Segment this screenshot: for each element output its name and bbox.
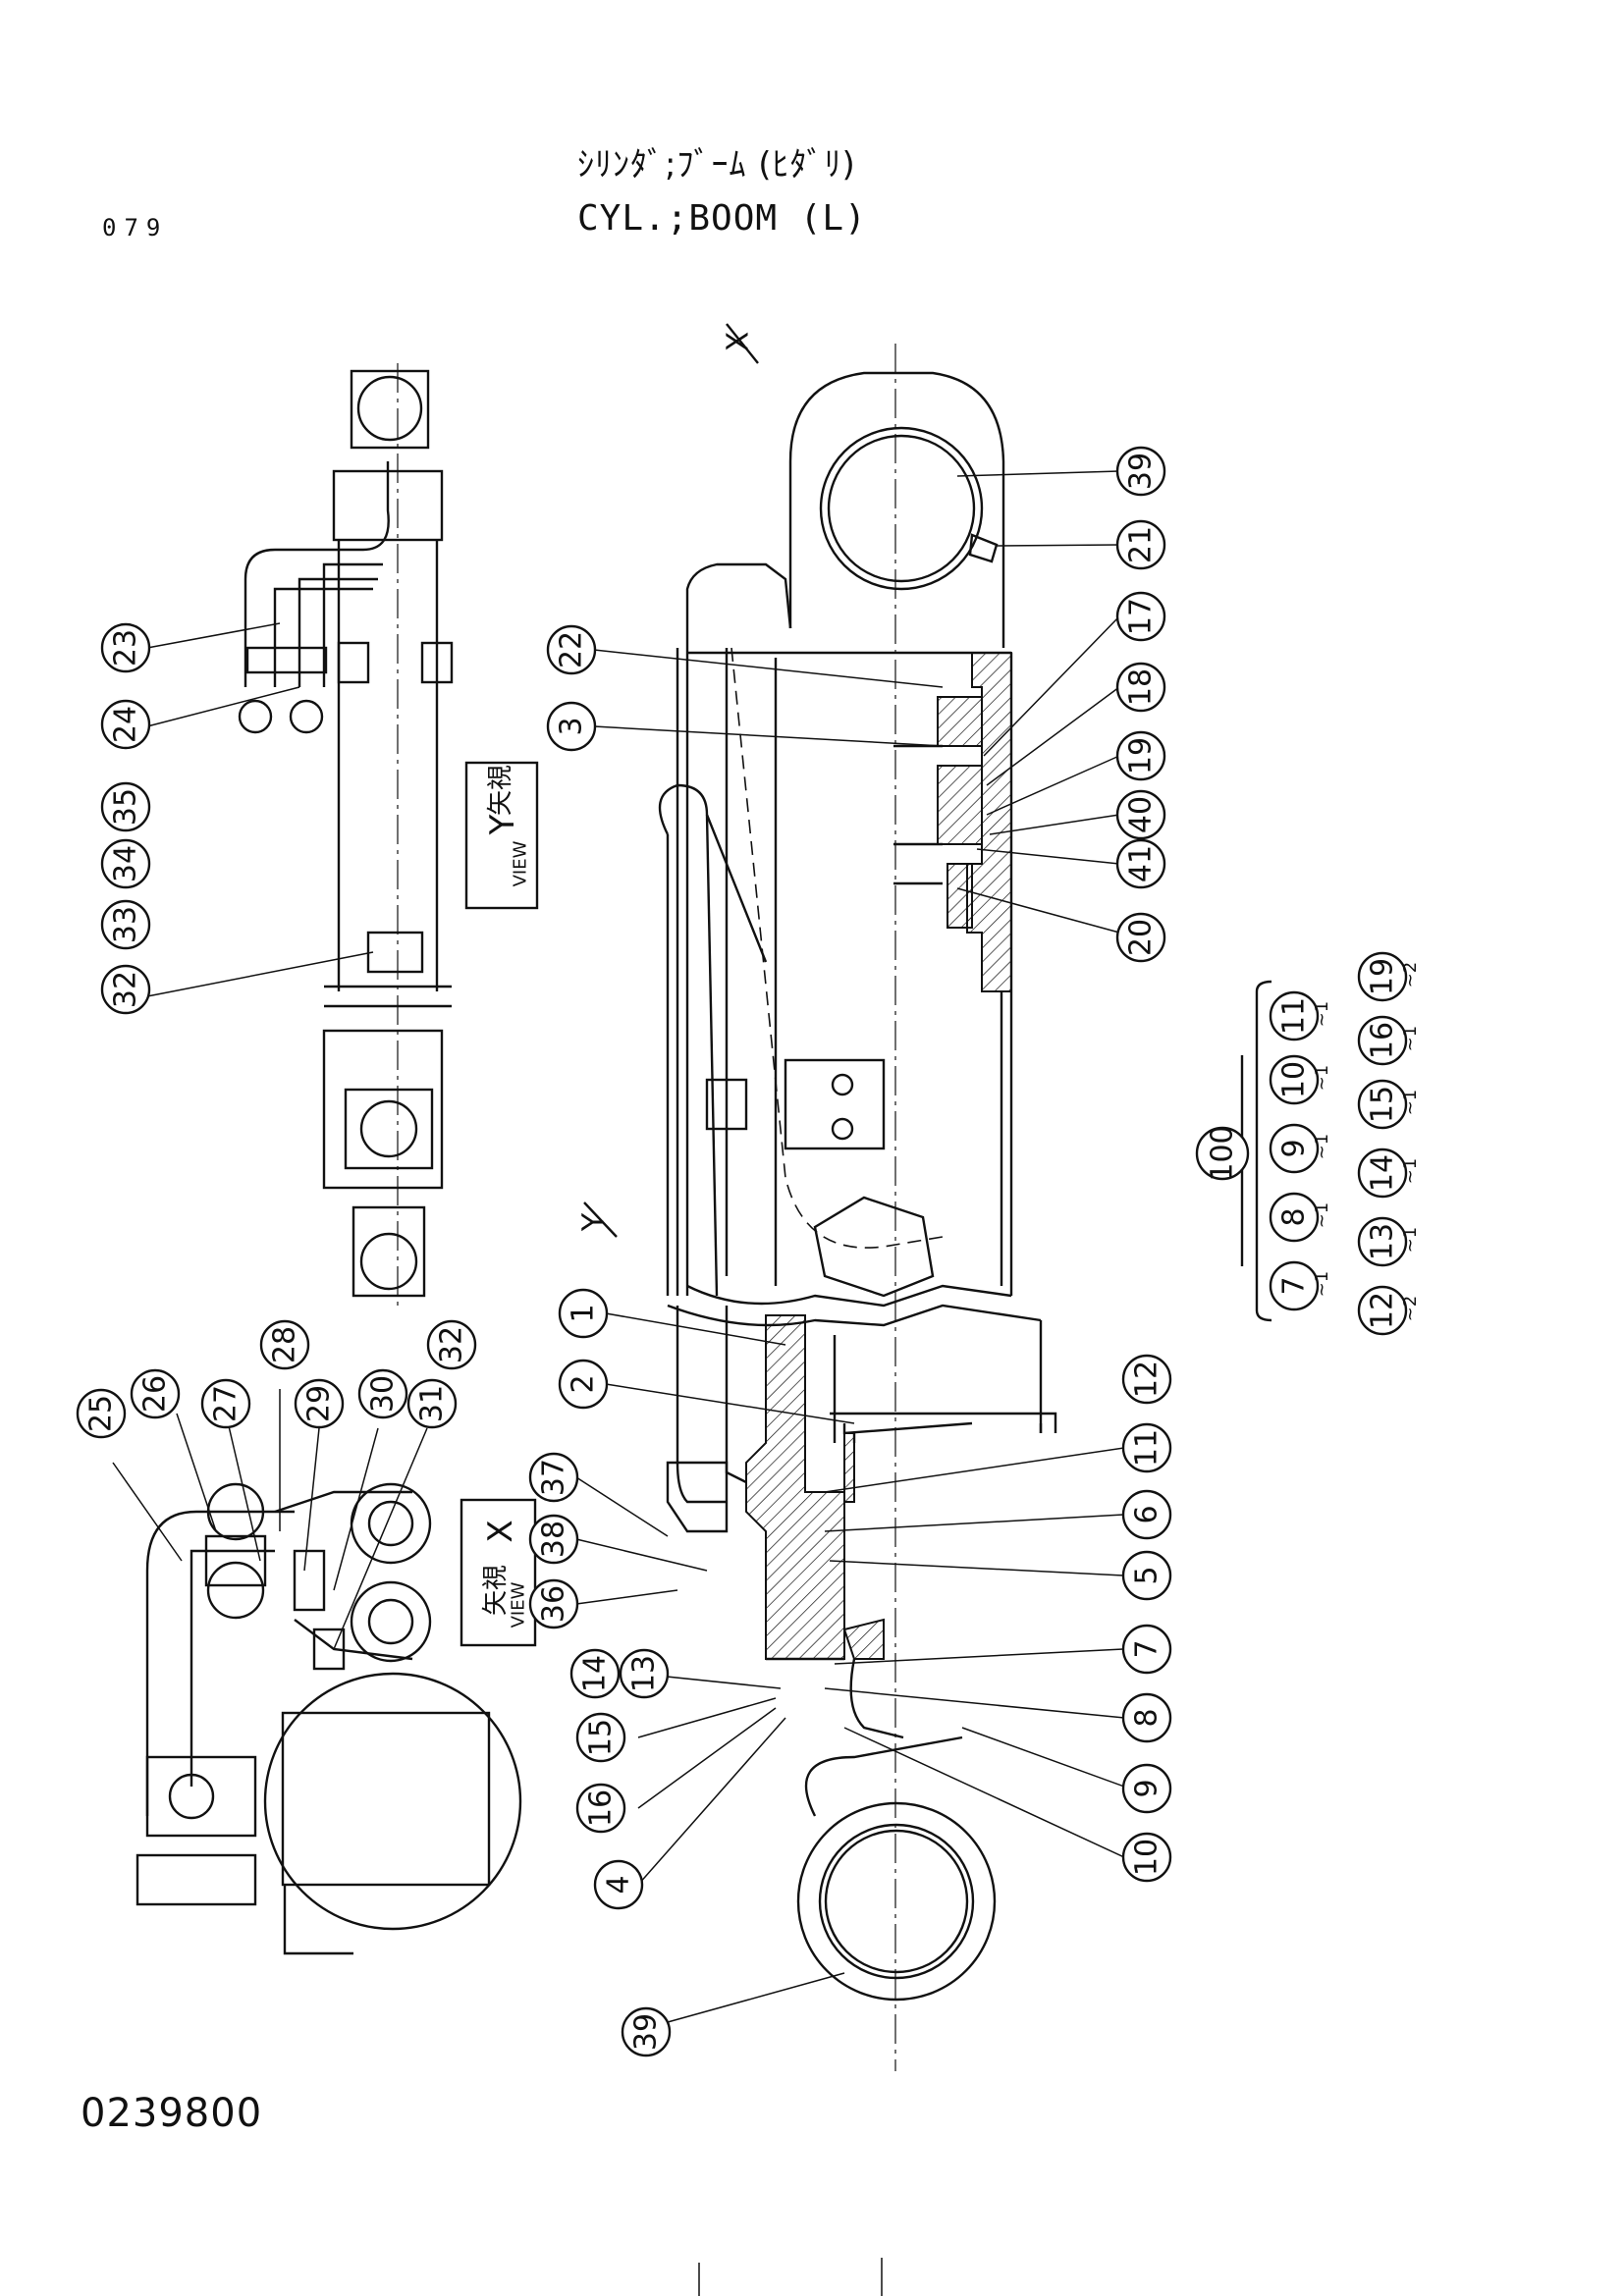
section-mark-x: X	[722, 323, 759, 364]
callout-label: 20	[1124, 919, 1159, 956]
title-japanese: ｼﾘﾝﾀﾞ;ﾌﾞｰﾑ (ﾋﾀﾞﾘ)	[577, 145, 856, 185]
callout-label: 4	[602, 1875, 636, 1894]
quantity-note: ~1	[1312, 1134, 1332, 1160]
view-x-word: VIEW	[509, 1581, 529, 1628]
quantity-note: ~2	[1400, 962, 1421, 988]
callout-label: 32	[435, 1326, 469, 1363]
callout-label: 13	[627, 1655, 662, 1692]
quantity-note: ~1	[1400, 1090, 1421, 1116]
callout-label: 18	[1124, 668, 1159, 706]
view-y-drawing	[238, 363, 454, 1306]
callout-label: 34	[109, 845, 143, 882]
callout-label: 16	[1366, 1022, 1400, 1059]
callout-label: 3	[555, 717, 589, 735]
callout-label: 38	[537, 1521, 571, 1558]
callout-label: 25	[84, 1395, 119, 1432]
callout-label: 21	[1124, 526, 1159, 563]
view-x-drawing	[135, 1482, 522, 1955]
drawing-number: 0239800	[81, 2091, 263, 2136]
callout-label: 19	[1124, 737, 1159, 774]
title-english: CYL.;BOOM (L)	[577, 198, 867, 239]
callout-label: 27	[209, 1385, 243, 1422]
callout-label: 39	[629, 2013, 664, 2051]
callout-label: 17	[1124, 598, 1159, 635]
quantity-note: ~1	[1312, 1202, 1332, 1229]
main-cylinder-drawing	[658, 344, 1057, 2071]
callout-label: 31	[415, 1385, 450, 1422]
section-mark-y: Y	[577, 1201, 618, 1238]
callout-label: 13	[1366, 1223, 1400, 1260]
callout-main-left-top: 22 3	[546, 624, 597, 752]
callout-label: 24	[109, 706, 143, 743]
view-y-kanji: 矢視	[486, 765, 515, 816]
callout-label: 26	[138, 1375, 173, 1413]
callout-label: 10	[1277, 1061, 1312, 1098]
svg-text:Y: Y	[577, 1212, 612, 1232]
callout-label: 41	[1124, 845, 1159, 882]
quantity-note: ~1	[1400, 1227, 1421, 1254]
callout-label: 12	[1366, 1292, 1400, 1329]
kit-number-label: 100	[1206, 1125, 1240, 1181]
callout-label: 14	[1366, 1154, 1400, 1192]
callout-label: 11	[1130, 1429, 1164, 1467]
view-x-kanji: 矢視	[481, 1565, 511, 1616]
callout-label: 2	[567, 1374, 601, 1393]
quantity-note: ~1	[1312, 1065, 1332, 1092]
callout-label: 40	[1124, 796, 1159, 833]
callout-label: 22	[555, 631, 589, 668]
callout-label: 33	[109, 906, 143, 943]
callout-view-y: 23 24 35 34 33 32	[100, 622, 151, 1015]
callout-label: 11	[1277, 997, 1312, 1035]
quantity-note: ~1	[1400, 1158, 1421, 1185]
callout-label: 12	[1130, 1361, 1164, 1398]
callout-label: 14	[578, 1655, 613, 1692]
callout-label: 32	[109, 971, 143, 1008]
view-y-word: VIEW	[511, 840, 531, 886]
quantity-note: ~1	[1312, 1001, 1332, 1028]
callout-label: 23	[109, 629, 143, 667]
callout-label: 5	[1130, 1566, 1164, 1584]
view-y-label: 矢視 VIEW Y	[464, 761, 539, 910]
callout-label: 35	[109, 788, 143, 826]
callout-label: 9	[1130, 1779, 1164, 1797]
callout-label: 28	[268, 1326, 302, 1363]
view-x-letter: X	[481, 1520, 520, 1542]
svg-text:X: X	[722, 332, 756, 352]
callout-label: 37	[537, 1459, 571, 1496]
callout-label: 29	[302, 1385, 337, 1422]
callout-label: 1	[567, 1304, 601, 1322]
callout-main-right: 39 21 17 18 19 40 41 20	[1115, 446, 1166, 963]
callout-label: 16	[584, 1789, 619, 1827]
callout-label: 19	[1366, 958, 1400, 995]
callout-main-left: 1 2 37 38 36 14 13 15 16 4 39	[528, 1288, 672, 2057]
quantity-note: ~1	[1400, 1026, 1421, 1052]
callout-label: 8	[1130, 1708, 1164, 1727]
callout-main-lower-right: 12 11 6 5 7 8 9 10	[1121, 1354, 1172, 1883]
callout-label: 7	[1130, 1639, 1164, 1658]
callout-label: 39	[1124, 453, 1159, 490]
quantity-note: ~2	[1400, 1296, 1421, 1322]
callout-label: 15	[1366, 1086, 1400, 1123]
callout-view-x: 25 26 27 28 29 30 31 32	[76, 1319, 477, 1439]
callout-label: 6	[1130, 1505, 1164, 1523]
callout-label: 8	[1277, 1207, 1312, 1226]
leader-lines	[112, 470, 1125, 2023]
callout-label: 10	[1130, 1839, 1164, 1876]
quantity-note: ~1	[1312, 1271, 1332, 1298]
callout-label: 30	[366, 1375, 401, 1413]
callout-label: 36	[537, 1585, 571, 1623]
callout-label: 7	[1277, 1276, 1312, 1295]
callout-label: 9	[1277, 1139, 1312, 1157]
view-y-letter: Y	[483, 814, 522, 835]
seal-kit-group: 100 7 8 9 10 11 12 13 14 15 16 19 ~1 ~1 …	[1195, 951, 1421, 1336]
page-number: 079	[102, 214, 169, 241]
callout-label: 15	[584, 1719, 619, 1756]
view-x-label: 矢視 VIEW X	[460, 1498, 537, 1647]
